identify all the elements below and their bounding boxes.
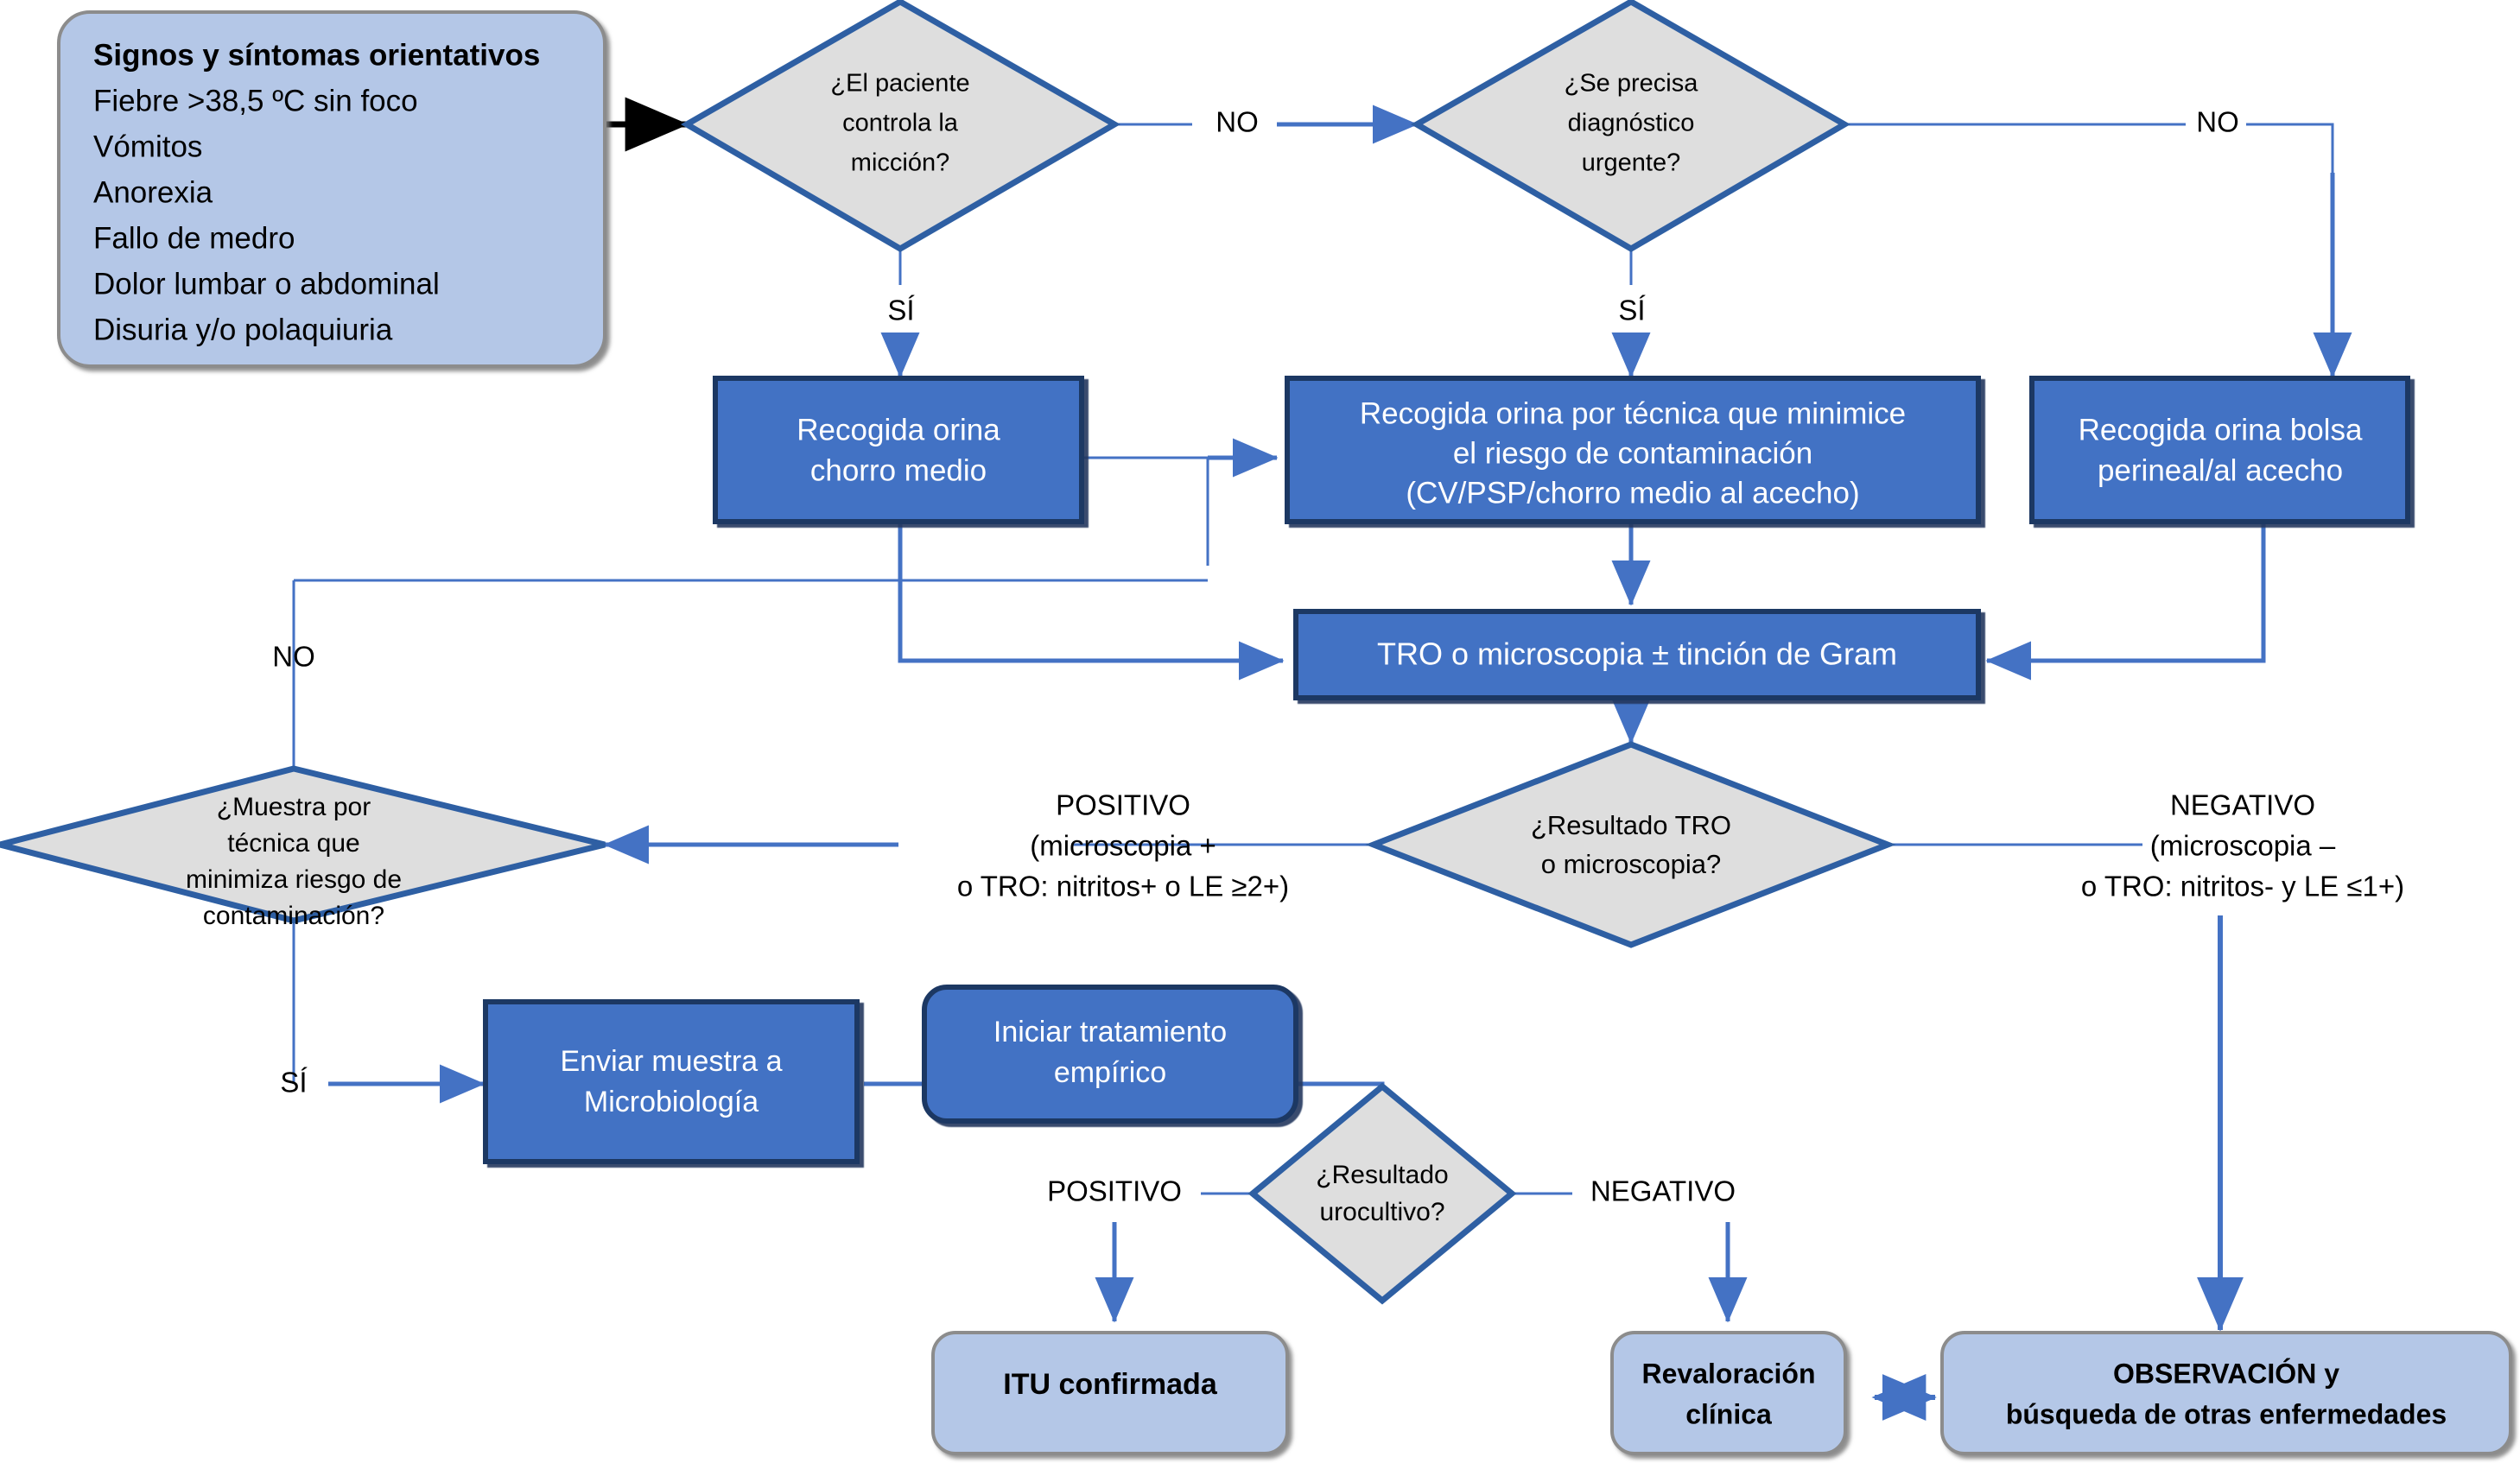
process-tecnica-line-1: el riesgo de contaminación [1453,436,1812,470]
edge-bolsa-to-tro [1985,522,2266,681]
process-tecnica-line-2: (CV/PSP/chorro medio al acecho) [1406,476,1859,510]
node-process-tecnica[interactable]: Recogida orina por técnica que minimice … [1285,376,1981,524]
terminal-itu-line-0: ITU confirmada [1003,1368,1218,1401]
symptoms-line-1: Vómitos [93,130,202,163]
symptoms-heading: Signos y síntomas orientativos [93,38,540,72]
label-muestra-si: SÍ [280,1067,308,1099]
terminal-observacion-line-0: OBSERVACIÓN y [2113,1358,2339,1389]
label-resultado-negativo-line-1: (microscopia – [2150,830,2336,862]
node-process-tratamiento[interactable]: Iniciar tratamiento empírico [922,985,1298,1124]
decision-muestra-line-2: minimiza riesgo de [186,865,402,894]
edge-urgente-no [1844,123,2352,378]
terminal-revaloracion-line-1: clínica [1685,1398,1772,1429]
label-resultado-negativo-line-0: NEGATIVO [2170,789,2315,821]
node-process-chorro[interactable]: Recogida orina chorro medio [713,376,1084,524]
label-resultado-positivo-line-2: o TRO: nitritos+ o LE ≥2+) [957,871,1289,902]
decision-urocultivo-line-0: ¿Resultado [1316,1161,1448,1189]
edge-urocultivo-negativo [1512,1192,1748,1323]
node-process-tro[interactable]: TRO o microscopia ± tinción de Gram [1293,609,1981,700]
decision-muestra-line-3: contaminación? [203,902,384,930]
node-decision-urocultivo[interactable]: ¿Resultado urocultivo? [1247,1082,1517,1305]
decision-miccion-line-2: micción? [851,149,949,177]
node-process-enviar[interactable]: Enviar muestra a Microbiología [483,999,860,1164]
label-muestra-no: NO [272,641,315,673]
decision-muestra-line-0: ¿Muestra por [217,793,371,821]
label-resultado-negativo-line-2: o TRO: nitritos- y LE ≤1+) [2081,871,2404,902]
process-tecnica-line-0: Recogida orina por técnica que minimice [1360,396,1906,430]
node-process-bolsa[interactable]: Recogida orina bolsa perineal/al acecho [2029,376,2410,524]
symptoms-line-2: Anorexia [93,175,213,209]
decision-urgente-line-2: urgente? [1582,149,1681,177]
process-tratamiento-line-0: Iniciar tratamiento [993,1016,1227,1048]
decision-miccion-line-1: controla la [842,110,959,137]
decision-urocultivo-line-1: urocultivo? [1319,1198,1444,1226]
process-enviar-line-0: Enviar muestra a [561,1045,783,1078]
decision-resultado-tro-line-0: ¿Resultado TRO [1531,810,1731,840]
process-chorro-line-1: chorro medio [810,453,987,487]
symptoms-line-5: Disuria y/o polaquiuria [93,313,393,346]
node-decision-miccion[interactable]: ¿El paciente controla la micción? [681,0,1121,253]
label-resultado-positivo-line-1: (microscopia + [1030,830,1216,862]
label-miccion-no: NO [1216,106,1259,138]
symptoms-line-4: Dolor lumbar o abdominal [93,267,440,301]
label-urgente-no: NO [2196,106,2239,138]
edge-urocultivo-positivo [1095,1192,1253,1323]
decision-resultado-tro-line-1: o microscopia? [1541,849,1721,879]
node-decision-urgente[interactable]: ¿Se precisa diagnóstico urgente? [1410,0,1850,253]
symptoms-line-3: Fallo de medro [93,221,295,255]
decision-urgente-line-0: ¿Se precisa [1565,70,1699,98]
edge-muestra-no [292,579,1208,769]
label-urgente-si: SÍ [1618,294,1646,326]
process-bolsa-line-0: Recogida orina bolsa [2079,413,2363,446]
node-symptoms[interactable]: Signos y síntomas orientativos Fiebre >3… [57,10,606,368]
node-terminal-itu[interactable]: ITU confirmada [931,1331,1289,1455]
label-resultado-positivo-line-0: POSITIVO [1056,789,1190,821]
symptoms-line-0: Fiebre >38,5 ºC sin foco [93,84,418,117]
terminal-revaloracion-line-0: Revaloración [1642,1358,1816,1389]
node-terminal-observacion[interactable]: OBSERVACIÓN y búsqueda de otras enfermed… [1940,1331,2512,1455]
process-tro-line-0: TRO o microscopia ± tinción de Gram [1377,636,1897,672]
process-chorro-line-0: Recogida orina [797,413,1000,446]
label-urocultivo-negativo: NEGATIVO [1590,1175,1736,1207]
label-miccion-si: SÍ [887,294,915,326]
node-terminal-revaloracion[interactable]: Revaloración clínica [1610,1331,1847,1455]
decision-muestra-line-1: técnica que [227,829,359,858]
node-decision-resultado-tro[interactable]: ¿Resultado TRO o microscopia? [1365,741,1896,948]
label-urocultivo-positivo: POSITIVO [1047,1175,1182,1207]
edge-muestra-si [292,921,486,1104]
decision-urgente-line-1: diagnóstico [1568,110,1695,137]
process-bolsa-line-1: perineal/al acecho [2098,453,2343,487]
process-tratamiento-line-1: empírico [1054,1056,1166,1089]
node-decision-muestra[interactable]: ¿Muestra por técnica que minimiza riesgo… [0,765,606,930]
terminal-observacion-line-1: búsqueda de otras enfermedades [2006,1398,2447,1429]
edge-resultado-negativo [1888,843,2244,1332]
decision-miccion-line-0: ¿El paciente [830,70,969,98]
process-enviar-line-1: Microbiología [584,1086,759,1118]
